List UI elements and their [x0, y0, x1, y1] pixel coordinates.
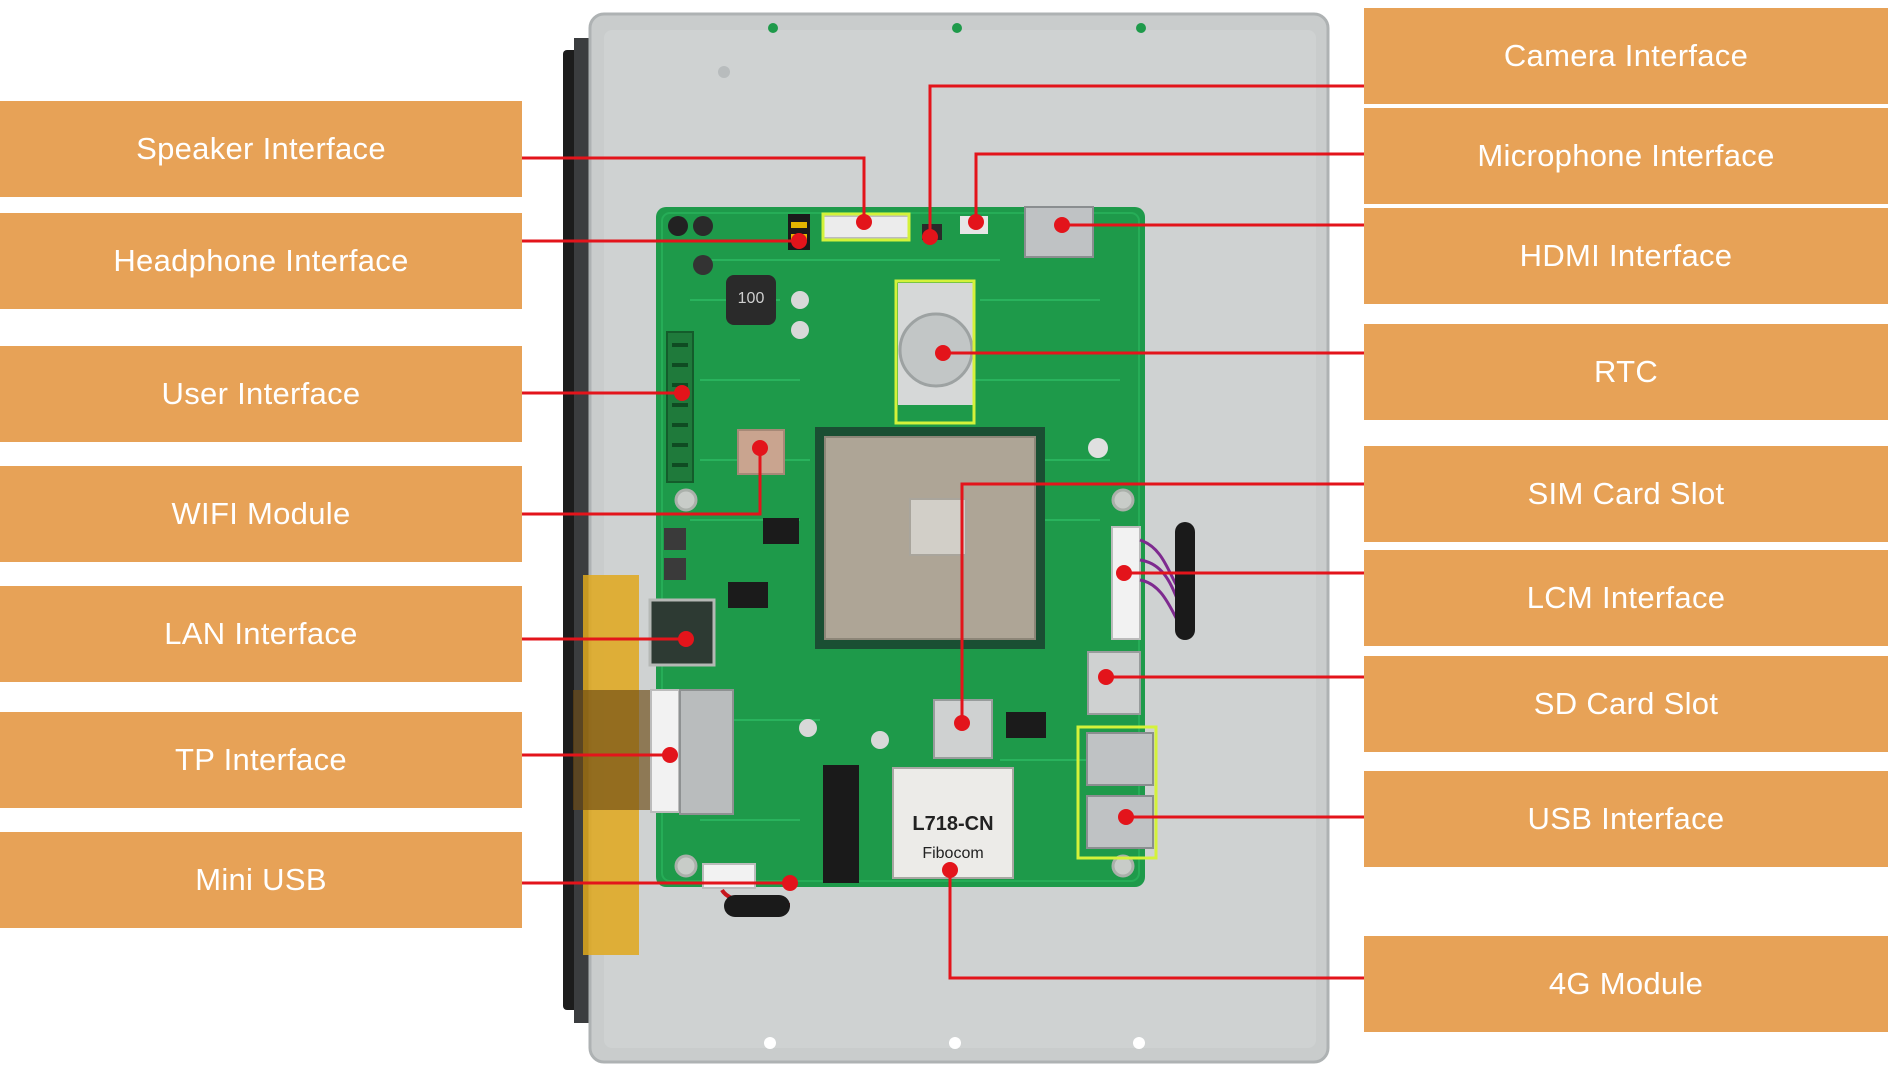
module-brand-marking: Fibocom	[922, 845, 983, 862]
label-microphone-interface: Microphone Interface	[1364, 108, 1888, 204]
label-lcm-interface: LCM Interface	[1364, 550, 1888, 646]
label-sd-card-slot: SD Card Slot	[1364, 656, 1888, 752]
leader-lines	[522, 84, 1364, 980]
label-tp-interface: TP Interface	[0, 712, 522, 808]
leader-dots	[662, 214, 1134, 891]
label-sim-card-slot: SIM Card Slot	[1364, 446, 1888, 542]
module-model-marking: L718-CN	[912, 813, 993, 835]
pcb-board: 100	[648, 206, 1195, 917]
label-mini-usb: Mini USB	[0, 832, 522, 928]
inductor-marking: 100	[738, 290, 765, 307]
label-usb-interface: USB Interface	[1364, 771, 1888, 867]
label-rtc: RTC	[1364, 324, 1888, 420]
label-headphone-interface: Headphone Interface	[0, 213, 522, 309]
label-wifi-module: WIFI Module	[0, 466, 522, 562]
label-hdmi-interface: HDMI Interface	[1364, 208, 1888, 304]
label-camera-interface: Camera Interface	[1364, 8, 1888, 104]
label-4g-module: 4G Module	[1364, 936, 1888, 1032]
label-user-interface: User Interface	[0, 346, 522, 442]
label-lan-interface: LAN Interface	[0, 586, 522, 682]
label-speaker-interface: Speaker Interface	[0, 101, 522, 197]
